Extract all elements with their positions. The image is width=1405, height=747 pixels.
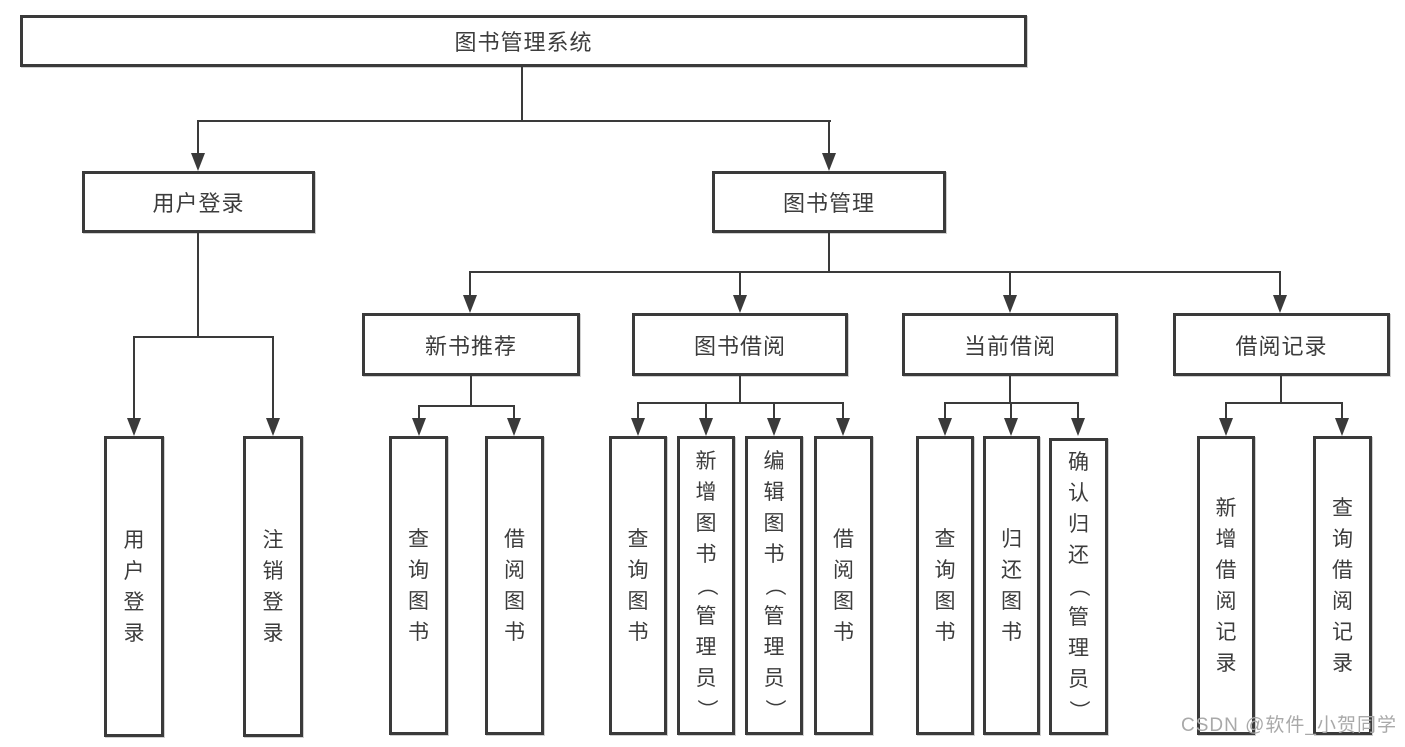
- node-library-system-label: 图书管理系统: [454, 30, 593, 55]
- connector-group4-stem: [1279, 271, 1281, 295]
- connector-g4-c1-stem: [1225, 402, 1227, 418]
- arrowhead-g2-c3: [767, 418, 781, 436]
- arrowhead-g3-c1: [938, 418, 952, 436]
- node-library-system: 图书管理系统: [20, 15, 1027, 67]
- arrowhead-login-child1: [127, 418, 141, 436]
- leaf-add-book-admin-label: 新增图书（管理员）: [694, 450, 718, 720]
- arrowhead-group4: [1273, 295, 1287, 313]
- leaf-return-book: 归还图书: [983, 436, 1040, 735]
- arrowhead-to-management: [822, 153, 836, 171]
- leaf-confirm-return-admin-label: 确认归还（管理员）: [1067, 451, 1090, 721]
- connector-management-stem: [828, 233, 830, 271]
- connector-group2-stem: [739, 271, 741, 295]
- leaf-query-book-2-label: 查询图书: [627, 527, 649, 644]
- connector-g2-stem: [739, 376, 741, 402]
- arrowhead-g2-c2: [699, 418, 713, 436]
- leaf-borrow-book-2-label: 借阅图书: [833, 527, 854, 644]
- node-new-book-recommend-label: 新书推荐: [424, 333, 517, 359]
- connector-login-child1-stem: [133, 336, 135, 418]
- node-new-book-recommend: 新书推荐: [362, 313, 580, 376]
- connector-root-vertical: [521, 67, 523, 120]
- connector-group3-stem: [1009, 271, 1011, 295]
- arrowhead-group1: [463, 295, 477, 313]
- connector-g1-horizontal: [418, 405, 515, 407]
- arrowhead-login-child2: [266, 418, 280, 436]
- arrowhead-g3-c3: [1071, 418, 1085, 436]
- leaf-query-book-3-label: 查询图书: [934, 527, 956, 644]
- node-borrow-records: 借阅记录: [1173, 313, 1390, 376]
- connector-g1-c1-stem: [418, 405, 420, 418]
- leaf-borrow-book-1: 借阅图书: [485, 436, 544, 735]
- arrowhead-to-login: [191, 153, 205, 171]
- node-user-login: 用户登录: [82, 171, 315, 233]
- arrowhead-group2: [733, 295, 747, 313]
- connector-g3-c1-stem: [944, 402, 946, 418]
- connector-g4-horizontal: [1226, 402, 1343, 404]
- leaf-edit-book-admin: 编辑图书（管理员）: [745, 436, 803, 735]
- arrowhead-g4-c2: [1335, 418, 1349, 436]
- node-book-management: 图书管理: [712, 171, 946, 233]
- connector-g2-c2-stem: [705, 402, 707, 418]
- connector-g4-stem: [1280, 376, 1282, 402]
- connector-g2-c3-stem: [773, 402, 775, 418]
- leaf-user-login-label: 用户登录: [123, 528, 145, 645]
- leaf-edit-book-admin-label: 编辑图书（管理员）: [762, 450, 786, 720]
- connector-group1-stem: [469, 271, 471, 295]
- leaf-query-borrow-record-label: 查询借阅记录: [1332, 496, 1353, 675]
- leaf-confirm-return-admin: 确认归还（管理员）: [1049, 438, 1108, 735]
- connector-g3-horizontal: [945, 402, 1079, 404]
- node-book-borrow-label: 图书借阅: [693, 333, 786, 359]
- arrowhead-g1-c2: [507, 418, 521, 436]
- connector-g2-c1-stem: [637, 402, 639, 418]
- arrowhead-group3: [1003, 295, 1017, 313]
- connector-login-stem: [197, 233, 199, 336]
- leaf-query-book-1: 查询图书: [389, 436, 448, 735]
- connector-g3-stem: [1009, 376, 1011, 402]
- node-book-management-label: 图书管理: [782, 191, 875, 216]
- arrowhead-g2-c1: [631, 418, 645, 436]
- node-user-login-label: 用户登录: [152, 191, 245, 216]
- leaf-logout: 注销登录: [243, 436, 303, 737]
- leaf-borrow-book-1-label: 借阅图书: [504, 527, 525, 644]
- leaf-borrow-book-2: 借阅图书: [814, 436, 873, 735]
- leaf-user-login: 用户登录: [104, 436, 164, 737]
- connector-to-login-stem: [197, 120, 199, 154]
- leaf-add-borrow-record: 新增借阅记录: [1197, 436, 1255, 735]
- leaf-return-book-label: 归还图书: [1001, 527, 1022, 644]
- connector-g4-c2-stem: [1341, 402, 1343, 418]
- leaf-query-book-2: 查询图书: [609, 436, 667, 735]
- connector-g2-horizontal: [638, 402, 844, 404]
- connector-g3-c3-stem: [1077, 402, 1079, 418]
- connector-to-management-stem: [828, 120, 830, 154]
- connector-login-child2-stem: [272, 336, 274, 418]
- connector-g3-c2-stem: [1010, 402, 1012, 418]
- arrowhead-g3-c2: [1004, 418, 1018, 436]
- leaf-add-borrow-record-label: 新增借阅记录: [1215, 496, 1237, 675]
- connector-g1-c2-stem: [513, 405, 515, 418]
- node-borrow-records-label: 借阅记录: [1235, 333, 1328, 359]
- leaf-query-borrow-record: 查询借阅记录: [1313, 436, 1372, 735]
- leaf-logout-label: 注销登录: [262, 528, 284, 645]
- leaf-add-book-admin: 新增图书（管理员）: [677, 436, 735, 735]
- node-current-borrow: 当前借阅: [902, 313, 1118, 376]
- csdn-watermark: CSDN @软件_小贺同学: [1181, 715, 1397, 736]
- arrowhead-g2-c4: [836, 418, 850, 436]
- leaf-query-book-1-label: 查询图书: [408, 527, 429, 644]
- connector-level1-horizontal: [197, 120, 831, 122]
- node-book-borrow: 图书借阅: [632, 313, 848, 376]
- connector-g1-stem: [470, 376, 472, 405]
- arrowhead-g1-c1: [412, 418, 426, 436]
- connector-management-bus: [470, 271, 1281, 273]
- connector-login-horizontal: [133, 336, 274, 338]
- arrowhead-g4-c1: [1219, 418, 1233, 436]
- node-current-borrow-label: 当前借阅: [963, 333, 1056, 359]
- leaf-query-book-3: 查询图书: [916, 436, 974, 735]
- connector-g2-c4-stem: [842, 402, 844, 418]
